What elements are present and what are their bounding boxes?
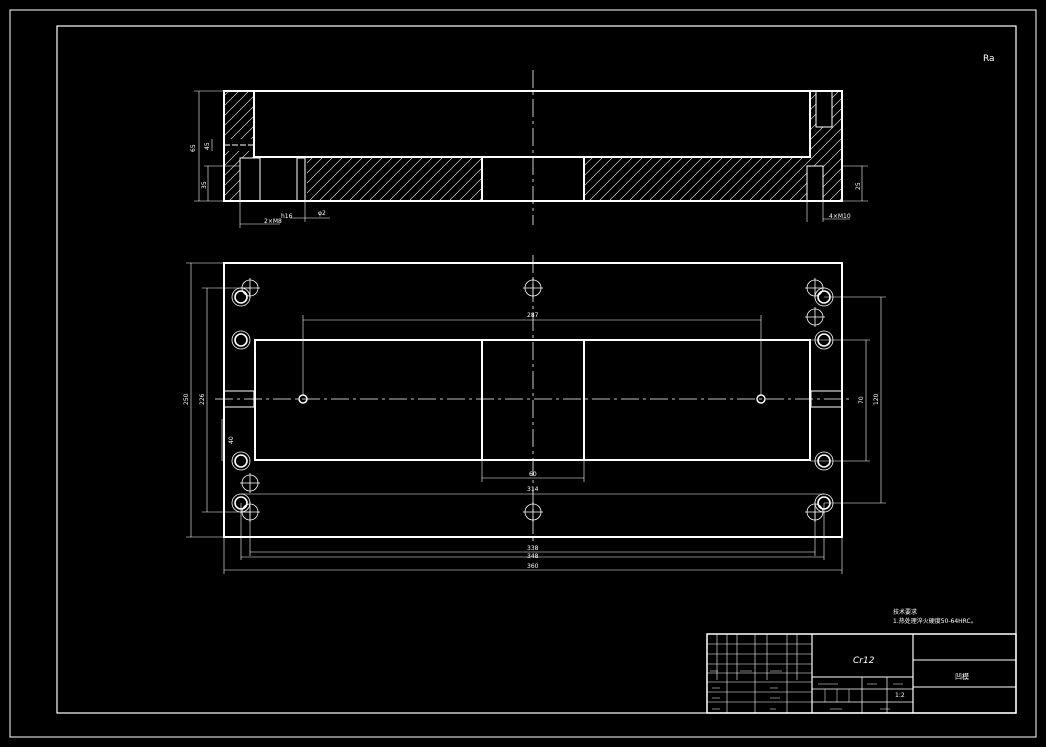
dim-left-small: 40 [228,436,235,444]
scale-label: 1:2 [895,692,905,699]
screw-hole [234,333,248,347]
title-block-small-marks [710,670,903,710]
dim-center-gap: 60 [529,471,537,478]
dim-thread-note: 2×M8 [264,218,282,225]
dim-depth-note: h16 [281,213,293,220]
dim-right-outer: 120 [873,393,880,405]
hatch-bottom-right [584,157,810,201]
dim-bottom-3: 360 [527,563,539,570]
screw-hole [234,290,248,304]
outer-border [9,9,1037,738]
screw-hole [234,454,248,468]
dim-hole-dia: φ2 [318,210,326,217]
plan-cavity-outline [254,339,811,461]
plan-dim-labels: 287 250 226 40 70 120 60 314 338 348 360 [183,312,880,570]
dim-bottom-2: 348 [527,553,539,560]
left-pin-hole [296,157,306,202]
dim-bottom-inner: 314 [527,486,539,493]
material-label: Cr12 [853,656,875,666]
plan-view [186,255,886,574]
part-name-label: 凹模 [955,672,969,681]
inner-border [56,25,1017,714]
dim-bottom-1: 338 [527,545,539,552]
tech-requirements: 技术要求 1.热处理淬火硬度50-64HRC。 [893,608,977,625]
screw-hole-rings [231,287,834,513]
tech-line-1: 1.热处理淬火硬度50-64HRC。 [893,617,977,625]
left-small-slot [224,139,254,151]
roughness-mark: Ra [983,54,995,64]
section-dim-labels: 65 45 35 2×M8 h16 φ2 25 4×M10 [190,142,862,225]
dim-left-outer: 250 [183,393,190,405]
dim-right-height: 25 [855,182,862,190]
hatch-bottom-left [307,157,482,201]
dim-top-span: 287 [527,312,539,319]
left-counterbore [239,157,261,202]
tech-title: 技术要求 [893,608,917,616]
dim-left-inner: 226 [199,393,206,405]
title-block [706,633,1017,714]
right-bottom-hole [806,165,824,202]
right-top-hole [815,90,833,128]
dim-right-inner: 70 [858,396,865,404]
plan-dimension-lines [186,262,886,574]
dim-left-upper: 45 [204,142,211,150]
dim-right-note: 4×M10 [829,213,851,220]
dim-left-lower: 35 [201,181,208,189]
section-view [194,70,868,228]
dim-left-total: 65 [190,144,197,152]
